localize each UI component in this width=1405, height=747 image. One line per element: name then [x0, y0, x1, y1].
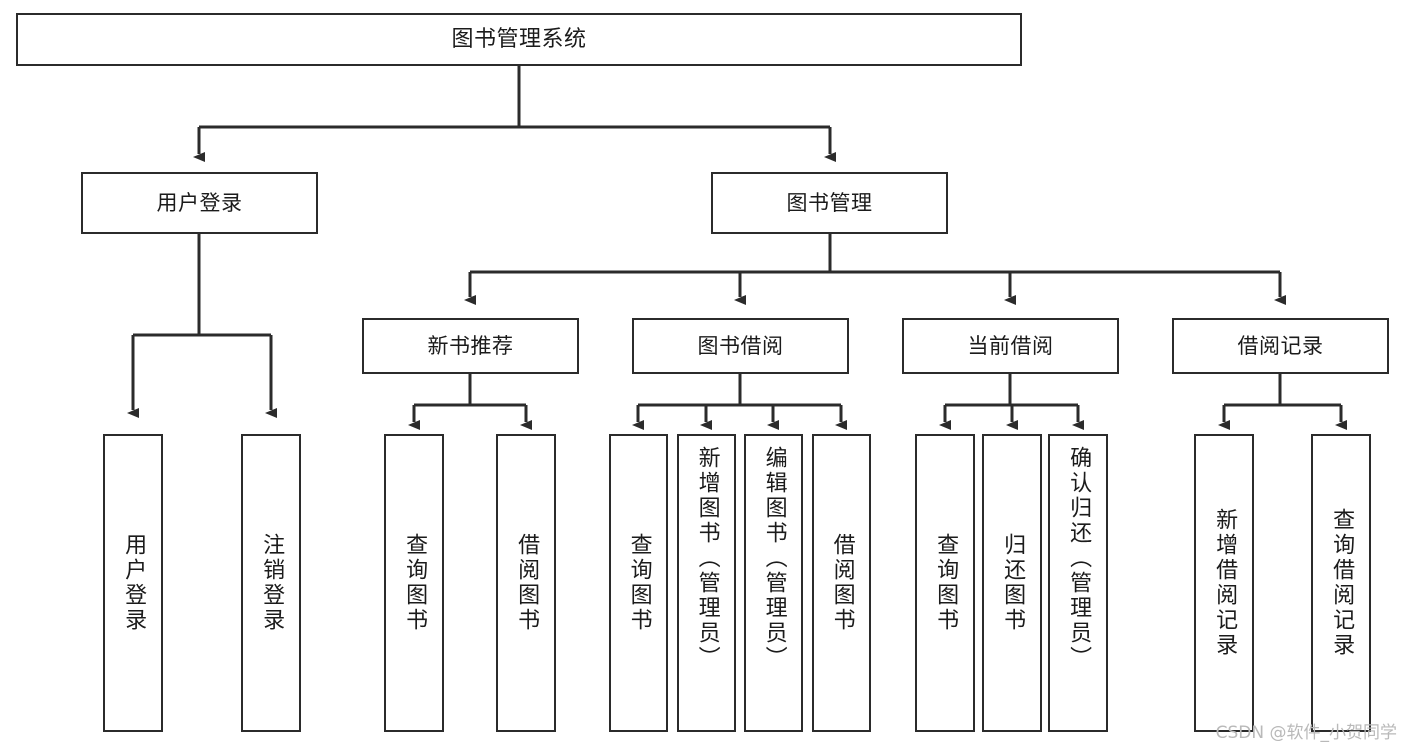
node-label: 编辑图书（管理员） — [761, 446, 787, 671]
csdn-watermark: CSDN @软件_小贺同学 — [1215, 723, 1397, 743]
node-label: 图书借阅 — [697, 333, 784, 358]
node-leaf-query-record[interactable]: 查询借阅记录 — [1311, 434, 1371, 732]
node-user-login[interactable]: 用户登录 — [81, 172, 318, 234]
node-leaf-add-book[interactable]: 新增图书（管理员） — [677, 434, 736, 732]
node-label: 新增图书（管理员） — [694, 446, 720, 671]
node-leaf-edit-book[interactable]: 编辑图书（管理员） — [744, 434, 803, 732]
node-label: 查询图书 — [402, 533, 428, 633]
node-label: 借阅图书 — [829, 533, 855, 633]
node-root-system[interactable]: 图书管理系统 — [16, 13, 1022, 66]
node-borrow-record[interactable]: 借阅记录 — [1172, 318, 1389, 374]
node-book-borrow[interactable]: 图书借阅 — [632, 318, 849, 374]
node-label: 注销登录 — [259, 533, 285, 633]
node-label: 图书管理系统 — [451, 26, 587, 52]
node-label: 用户登录 — [156, 190, 243, 215]
node-label: 新增借阅记录 — [1212, 508, 1238, 658]
node-leaf-borrow-book-1[interactable]: 借阅图书 — [496, 434, 556, 732]
node-label: 图书管理 — [786, 190, 873, 215]
node-label: 查询借阅记录 — [1329, 508, 1355, 658]
node-leaf-confirm-return[interactable]: 确认归还（管理员） — [1048, 434, 1108, 732]
node-leaf-add-record[interactable]: 新增借阅记录 — [1194, 434, 1254, 732]
node-label: 借阅记录 — [1237, 333, 1324, 358]
node-leaf-query-book-1[interactable]: 查询图书 — [384, 434, 444, 732]
node-label: 查询图书 — [626, 533, 652, 633]
node-leaf-return-book[interactable]: 归还图书 — [982, 434, 1042, 732]
node-leaf-user-logout[interactable]: 注销登录 — [241, 434, 301, 732]
node-leaf-query-book-2[interactable]: 查询图书 — [609, 434, 668, 732]
node-leaf-query-book-3[interactable]: 查询图书 — [915, 434, 975, 732]
node-label: 当前借阅 — [967, 333, 1054, 358]
node-label: 用户登录 — [121, 533, 147, 633]
node-label: 新书推荐 — [427, 333, 514, 358]
node-label: 确认归还（管理员） — [1066, 446, 1092, 671]
node-label: 借阅图书 — [514, 533, 540, 633]
node-new-book-recommend[interactable]: 新书推荐 — [362, 318, 579, 374]
node-leaf-user-login[interactable]: 用户登录 — [103, 434, 163, 732]
node-current-borrow[interactable]: 当前借阅 — [902, 318, 1119, 374]
node-leaf-borrow-book-2[interactable]: 借阅图书 — [812, 434, 871, 732]
node-label: 查询图书 — [933, 533, 959, 633]
node-book-management[interactable]: 图书管理 — [711, 172, 948, 234]
node-label: 归还图书 — [1000, 533, 1026, 633]
